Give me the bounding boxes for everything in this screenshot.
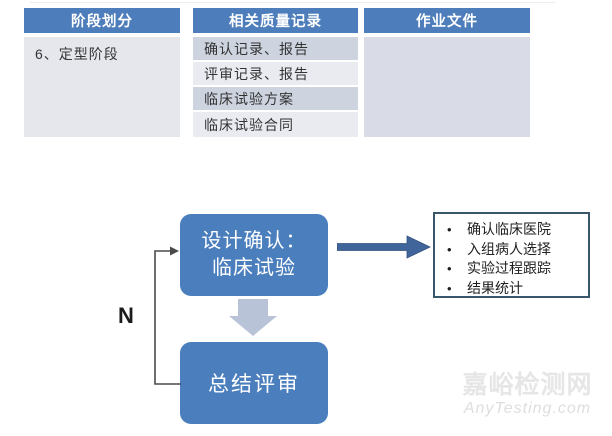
record-row: 确认记录、报告 xyxy=(193,37,358,60)
record-row: 临床试验方案 xyxy=(193,87,358,110)
stage-cell: 6、定型阶段 xyxy=(24,37,180,137)
down-arrow-icon xyxy=(229,299,277,336)
design-confirmation-line2: 临床试验 xyxy=(212,257,296,279)
detail-item-label: 结果统计 xyxy=(467,279,523,296)
design-confirmation-box: 设计确认： 临床试验 xyxy=(180,214,328,296)
detail-item-label: 确认临床医院 xyxy=(467,221,551,237)
loop-label-n: N xyxy=(118,303,134,328)
table-header-records: 相关质量记录 xyxy=(193,8,358,33)
summary-review-box: 总结评审 xyxy=(180,342,328,424)
watermark: 嘉峪检测网 AnyTesting.com xyxy=(450,371,605,419)
bullet-icon: • xyxy=(447,261,452,276)
detail-list: • 确认临床医院 • 入组病人选择 • 实验过程跟踪 • 结果统计 xyxy=(435,214,588,298)
watermark-site-url: AnyTesting.com xyxy=(463,400,592,417)
detail-item-label: 实验过程跟踪 xyxy=(467,260,551,276)
watermark-site-name: 嘉峪检测网 xyxy=(462,371,593,399)
list-item: • 实验过程跟踪 xyxy=(447,259,588,279)
record-row: 临床试验合同 xyxy=(193,112,358,137)
work-documents-cell xyxy=(364,37,530,137)
detail-item-label: 入组病人选择 xyxy=(467,240,551,257)
clinical-detail-list: • 确认临床医院 • 入组病人选择 • 实验过程跟踪 • 结果统计 xyxy=(433,212,590,298)
table-header-stage: 阶段划分 xyxy=(24,8,180,33)
bullet-icon: • xyxy=(447,280,452,296)
list-item: • 入组病人选择 xyxy=(447,240,588,260)
right-arrow-icon xyxy=(337,235,431,259)
design-confirmation-line1: 设计确认： xyxy=(201,230,307,252)
summary-review-label: 总结评审 xyxy=(208,373,300,396)
record-row: 评审记录、报告 xyxy=(193,62,358,85)
feedback-loop-arrow xyxy=(154,246,181,385)
bullet-icon: • xyxy=(447,222,452,237)
list-item: • 结果统计 xyxy=(447,279,588,299)
table-header-documents: 作业文件 xyxy=(364,8,530,33)
list-item: • 确认临床医院 xyxy=(447,220,588,240)
bullet-icon: • xyxy=(447,241,452,257)
top-divider xyxy=(30,2,555,3)
